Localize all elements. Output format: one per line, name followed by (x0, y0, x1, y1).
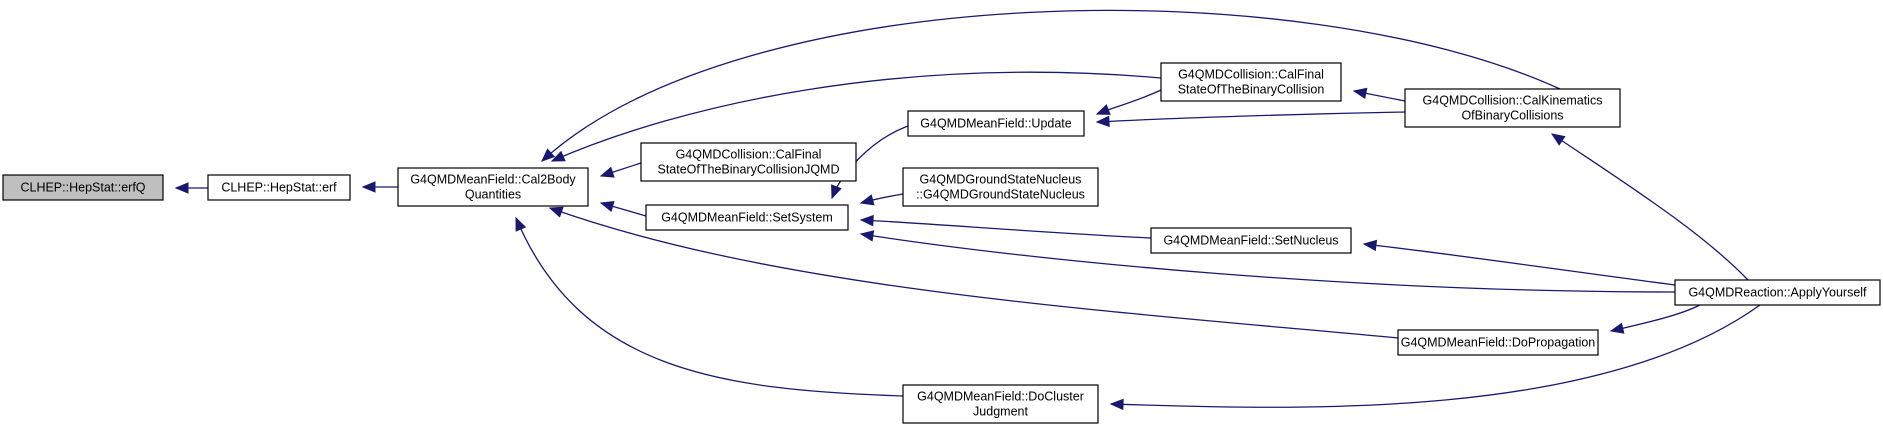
edge-line (1096, 111, 1406, 123)
node-label: G4QMDMeanField::SetSystem (661, 211, 833, 225)
arrowhead-icon (1109, 398, 1124, 411)
node-box[interactable] (207, 174, 351, 201)
arrowhead-icon (548, 206, 564, 218)
node-box[interactable] (1160, 62, 1342, 102)
node-calFinal[interactable]: G4QMDCollision::CalFinalStateOfTheBinary… (1160, 62, 1342, 102)
edge-setNucleus-to-setSystem (859, 214, 1152, 239)
edge-setSystem-to-cal2body (599, 200, 647, 217)
node-label: CLHEP::HepStat::erf (221, 181, 337, 195)
arrowhead-icon (859, 214, 874, 227)
node-label: G4QMDGroundStateNucleus (920, 173, 1082, 187)
edge-line (549, 207, 1399, 339)
arrowhead-icon (515, 216, 527, 232)
edge-calJQMD-to-cal2body (599, 162, 642, 178)
node-calJQMD[interactable]: G4QMDCollision::CalFinalStateOfTheBinary… (640, 142, 857, 182)
node-label: G4QMDReaction::ApplyYourself (1688, 286, 1867, 300)
arrowhead-icon (1362, 239, 1378, 252)
node-box[interactable] (1150, 227, 1352, 254)
node-box[interactable] (2, 174, 164, 201)
edge-applyYourself-to-calKin (1550, 133, 1749, 281)
arrowhead-icon (1609, 322, 1625, 334)
arrowhead-icon (831, 184, 842, 200)
edge-calKin-to-calFinal (1352, 87, 1406, 102)
arrowhead-icon (1352, 87, 1368, 100)
node-label: Judgment (973, 405, 1028, 419)
node-box[interactable] (1674, 279, 1881, 306)
edge-line (860, 219, 1152, 239)
node-label: G4QMDMeanField::DoPropagation (1401, 336, 1596, 350)
arrowhead-icon (1095, 104, 1111, 115)
node-label: CLHEP::HepStat::erfQ (20, 181, 145, 195)
edge-doProp-to-cal2body (548, 206, 1399, 339)
edge-calFinal-to-update (1095, 89, 1162, 115)
arrowhead-icon (599, 166, 615, 178)
edge-line (1551, 133, 1749, 281)
edge-doCluster-to-cal2body (515, 216, 904, 397)
edge-calFinal-to-cal2body (550, 71, 1162, 162)
node-setNucleus[interactable]: G4QMDMeanField::SetNucleus (1150, 227, 1352, 254)
node-box[interactable] (645, 204, 849, 231)
edges-layer (174, 9, 1761, 411)
arrowhead-icon (1550, 133, 1566, 146)
node-box[interactable] (640, 142, 857, 182)
node-label: G4QMDMeanField::Update (920, 117, 1072, 131)
arrowhead-icon (174, 182, 189, 194)
edge-applyYourself-to-doProp (1609, 304, 1701, 334)
edge-line (1363, 243, 1676, 286)
edge-cal2body-to-erf (361, 181, 398, 193)
node-calKin[interactable]: G4QMDCollision::CalKinematicsOfBinaryCol… (1404, 88, 1621, 128)
node-applyYourself[interactable]: G4QMDReaction::ApplyYourself (1674, 279, 1881, 306)
node-label: G4QMDCollision::CalFinal (676, 148, 822, 162)
arrowhead-icon (599, 200, 615, 212)
edge-line (1110, 304, 1761, 408)
edge-line (515, 217, 904, 397)
node-update[interactable]: G4QMDMeanField::Update (907, 110, 1085, 137)
node-label: OfBinaryCollisions (1461, 109, 1563, 123)
node-label: ::G4QMDGroundStateNucleus (916, 188, 1085, 202)
node-box[interactable] (1404, 88, 1621, 128)
node-box[interactable] (397, 167, 589, 207)
node-label: G4QMDMeanField::SetNucleus (1163, 234, 1338, 248)
node-label: G4QMDMeanField::DoCluster (917, 390, 1084, 404)
node-label: StateOfTheBinaryCollisionJQMD (657, 163, 839, 177)
node-setSystem[interactable]: G4QMDMeanField::SetSystem (645, 204, 849, 231)
node-label: G4QMDMeanField::Cal2Body (410, 173, 576, 187)
edge-line (1610, 304, 1701, 332)
node-label: G4QMDCollision::CalKinematics (1423, 94, 1603, 108)
arrowhead-icon (541, 148, 556, 162)
node-label: StateOfTheBinaryCollision (1178, 83, 1325, 97)
edge-applyYourself-to-doCluster (1109, 304, 1761, 411)
edge-calKin-to-update (1095, 111, 1406, 128)
node-groundState[interactable]: G4QMDGroundStateNucleus::G4QMDGroundStat… (902, 167, 1099, 207)
node-erf[interactable]: CLHEP::HepStat::erf (207, 174, 351, 201)
arrowhead-icon (1095, 115, 1110, 128)
node-box[interactable] (902, 167, 1099, 207)
edge-line (541, 9, 1561, 162)
edge-applyYourself-to-setSystem (859, 230, 1676, 293)
arrowhead-icon (859, 230, 875, 242)
edge-erf-to-erfQ (174, 182, 208, 194)
edge-line (551, 71, 1162, 162)
node-doProp[interactable]: G4QMDMeanField::DoPropagation (1397, 329, 1599, 356)
edge-update-to-setSystem (831, 125, 909, 200)
node-box[interactable] (902, 384, 1099, 424)
node-box[interactable] (1397, 329, 1599, 356)
node-label: G4QMDCollision::CalFinal (1178, 68, 1324, 82)
node-box[interactable] (907, 110, 1085, 137)
edge-calKin-to-cal2body (541, 9, 1561, 162)
node-label: Quantities (465, 188, 521, 202)
edge-line (860, 233, 1676, 293)
arrowhead-icon (859, 194, 875, 206)
arrowhead-icon (361, 181, 376, 193)
edge-applyYourself-to-setNucleus (1362, 239, 1676, 286)
node-erfQ[interactable]: CLHEP::HepStat::erfQ (2, 174, 164, 201)
edge-groundState-to-setSystem (859, 193, 904, 206)
arrowhead-icon (550, 150, 566, 162)
